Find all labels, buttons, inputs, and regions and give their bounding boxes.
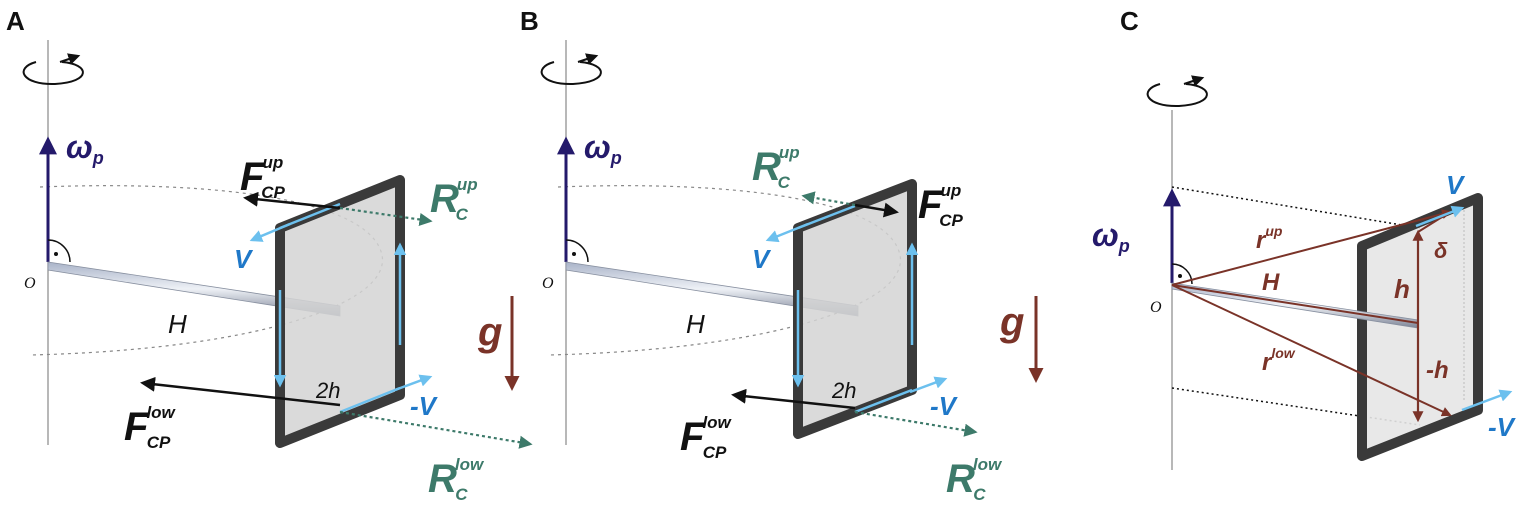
v-arrow xyxy=(249,222,291,242)
v-label: V xyxy=(752,244,772,274)
minus-v-label: -V xyxy=(1488,412,1517,442)
orbit-path xyxy=(547,185,902,356)
right-angle-mark xyxy=(565,239,589,263)
omega-label: ωp xyxy=(66,129,104,168)
origin-label: O xyxy=(542,275,554,292)
minus-v-label: -V xyxy=(930,391,959,421)
panel-c-letter: C xyxy=(1120,6,1139,36)
v-label: V xyxy=(1446,170,1466,200)
bottom-edge-velocity xyxy=(854,388,913,414)
right-angle-mark xyxy=(1171,263,1193,285)
r-up-vector xyxy=(1171,209,1452,286)
minus-h-label: -h xyxy=(1426,357,1449,384)
F-up-arrow xyxy=(243,191,341,210)
g-label: g xyxy=(999,300,1024,344)
minus-v-arrow xyxy=(1461,389,1513,412)
minus-v-arrow xyxy=(909,376,948,394)
2h-label: 2h xyxy=(315,378,340,403)
origin-label: O xyxy=(1150,299,1162,316)
delta-label: δ xyxy=(1434,238,1448,263)
right-angle-mark xyxy=(47,239,71,263)
rotation-icon xyxy=(540,53,602,86)
rotation-icon xyxy=(22,53,84,86)
v-arrow xyxy=(1415,205,1465,228)
F-low-arrow xyxy=(731,388,856,410)
r-low-label: rlow xyxy=(1262,345,1296,376)
minus-v-arrow xyxy=(394,374,433,392)
orbit-path xyxy=(29,185,384,356)
g-label: g xyxy=(477,310,502,354)
plate xyxy=(1357,193,1483,461)
r-up-label: rup xyxy=(1256,223,1283,254)
bottom-edge-velocity xyxy=(339,386,401,414)
r-low-vector xyxy=(1171,284,1452,417)
v-arrow xyxy=(765,222,809,243)
H-label: H xyxy=(1262,269,1280,296)
panel-c: C ωp O rup H rlow h -h δ V xyxy=(1092,6,1517,470)
R-up-arrow xyxy=(801,191,856,207)
rotation-icon xyxy=(1146,75,1208,108)
omega-label: ωp xyxy=(1092,217,1130,256)
F-up-arrow xyxy=(854,202,899,218)
panel-b-letter: B xyxy=(520,6,539,36)
lower-dotted-line xyxy=(1171,387,1421,426)
v-label: V xyxy=(234,244,254,274)
H-label: H xyxy=(168,309,187,339)
2h-label: 2h xyxy=(831,378,856,403)
R-low-arrow xyxy=(339,410,533,449)
F-low-arrow xyxy=(140,376,341,407)
H-vector xyxy=(1171,284,1419,324)
upper-dotted-line xyxy=(1171,186,1421,229)
minus-v-label: -V xyxy=(410,391,439,421)
R-low-arrow xyxy=(854,410,978,437)
H-label: H xyxy=(686,309,705,339)
h-label: h xyxy=(1394,274,1410,304)
omega-label: ωp xyxy=(584,129,622,168)
origin-label: O xyxy=(24,275,36,292)
panel-a-letter: A xyxy=(6,6,25,36)
plate xyxy=(275,175,405,448)
